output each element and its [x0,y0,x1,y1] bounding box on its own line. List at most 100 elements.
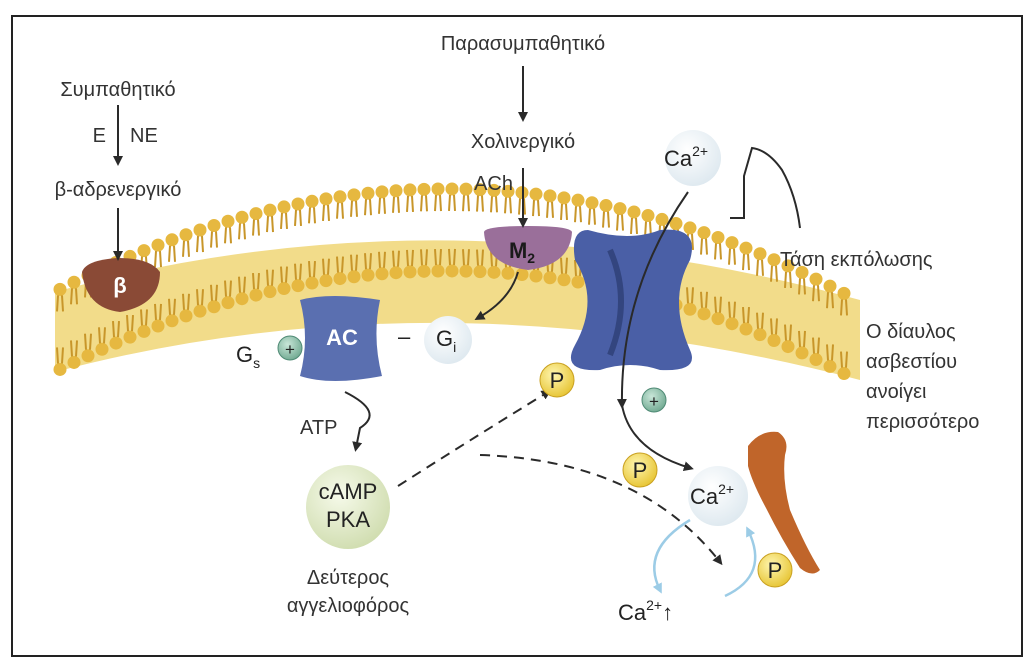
atp-to-camp-arrow [345,392,370,448]
lipid-head [684,303,697,316]
lipid-tail [379,198,385,214]
lipid-head [82,349,95,362]
lipid-head [558,273,571,286]
lipid-head [236,292,249,305]
lipid-head [208,219,221,232]
lipid-head [194,305,207,318]
lipid-head [278,282,291,295]
lipid-tail [463,195,469,211]
lipid-head [754,247,767,260]
ne-label: NE [130,125,158,147]
lipid-tail [449,195,455,211]
calcium-cycle-arrow-left [654,520,690,590]
lipid-head [726,236,739,249]
lipid-head [446,264,459,277]
lipid-head [138,325,151,338]
lipid-head [166,233,179,246]
lipid-head [68,276,81,289]
depolarization-trace [730,148,800,228]
lipid-head [68,356,81,369]
phosphate-calcium-label: P [633,458,648,483]
lipid-head [292,197,305,210]
lipid-head [558,191,571,204]
lipid-head [600,199,613,212]
lipid-head [390,184,403,197]
lipid-head [712,312,725,325]
lipid-head [264,204,277,217]
pka-label: PKA [326,507,370,532]
lipid-tail [491,196,497,212]
lipid-head [712,231,725,244]
lipid-head [838,287,851,300]
lipid-head [152,319,165,332]
channel-plus-label: + [649,392,659,411]
lipid-tail [701,239,707,255]
ac-label: AC [326,325,358,350]
lipid-head [180,309,193,322]
lipid-tail [323,205,329,221]
lipid-tail [309,207,315,223]
beta-adrenergic-label: β-αδρενεργικό [55,179,182,201]
calcium-channel [571,230,692,371]
lipid-head [264,285,277,298]
lipid-tail [239,223,245,239]
lipid-tail [225,227,231,243]
calcium-increase-label: Ca2+↑ [618,597,673,625]
ach-label: ACh [474,173,513,195]
lipid-head [460,183,473,196]
lipid-head [362,269,375,282]
lipid-head [306,277,319,290]
phosphate-ryanodine-label: P [768,558,783,583]
lipid-tail [533,200,539,216]
lipid-head [460,265,473,278]
gi-minus-label: – [398,324,411,349]
lipid-head [726,317,739,330]
lipid-head [54,363,67,376]
lipid-tail [295,210,301,226]
lipid-head [572,194,585,207]
cholinergic-label: Χολινεργικό [471,131,575,153]
lipid-head [250,289,263,302]
lipid-tail [435,195,441,211]
lipid-tail [267,216,273,232]
second-messenger-line1: Δεύτερος [307,567,390,589]
gs-plus-label: + [285,340,295,359]
lipid-head [614,202,627,215]
lipid-head [796,346,809,359]
lipid-tail [351,201,357,217]
lipid-tail [575,206,581,222]
lipid-head [96,343,109,356]
lipid-head [320,274,333,287]
lipid-tail [561,204,567,220]
lipid-head [838,367,851,380]
lipid-tail [477,196,483,212]
e-label: E [93,125,106,147]
lipid-tail [337,203,343,219]
lipid-head [278,200,291,213]
lipid-head [250,207,263,220]
lipid-head [306,195,319,208]
lipid-tail [393,197,399,213]
beta-receptor-label: β [113,273,126,298]
lipid-head [642,209,655,222]
pka-to-ryanodine-dashed-arrow [480,455,720,562]
lipid-head [222,215,235,228]
lipid-head [432,183,445,196]
lipid-head [362,187,375,200]
lipid-head [530,270,543,283]
lipid-head [488,266,501,279]
lipid-head [124,331,137,344]
lipid-tail [729,249,735,265]
lipid-head [194,224,207,237]
lipid-tail [715,243,721,259]
channel-opens-line3: ανοίγει [866,381,927,403]
lipid-head [292,279,305,292]
lipid-head [166,314,179,327]
lipid-head [698,226,711,239]
lipid-tail [589,209,595,225]
lipid-tail [183,241,189,257]
phosphate-channel-label: P [550,368,565,393]
lipid-head [348,270,361,283]
lipid-head [810,273,823,286]
